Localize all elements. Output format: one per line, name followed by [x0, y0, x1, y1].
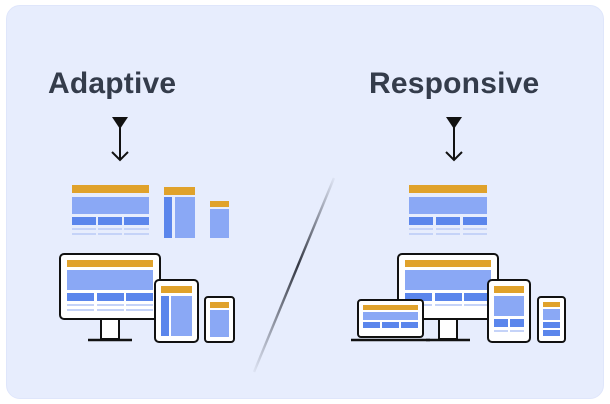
- adaptive-small-layout-icon: [210, 201, 229, 238]
- responsive-tablet-icon: [487, 279, 531, 343]
- adaptive-arrow-down-icon: [111, 117, 129, 162]
- adaptive-phone-icon: [204, 296, 235, 343]
- responsive-laptop-icon: [351, 299, 430, 342]
- adaptive-tablet-icon: [154, 279, 199, 343]
- responsive-arrow-down-icon: [445, 117, 463, 162]
- adaptive-desktop-icon: [59, 253, 161, 342]
- adaptive-wide-layout-icon: [72, 185, 149, 235]
- adaptive-medium-layout-icon: [164, 187, 195, 238]
- responsive-heading: Responsive: [369, 67, 540, 100]
- divider-line: [252, 177, 336, 373]
- adaptive-heading: Adaptive: [48, 67, 177, 100]
- responsive-phone-icon: [537, 296, 566, 343]
- responsive-layout-icon: [409, 185, 487, 235]
